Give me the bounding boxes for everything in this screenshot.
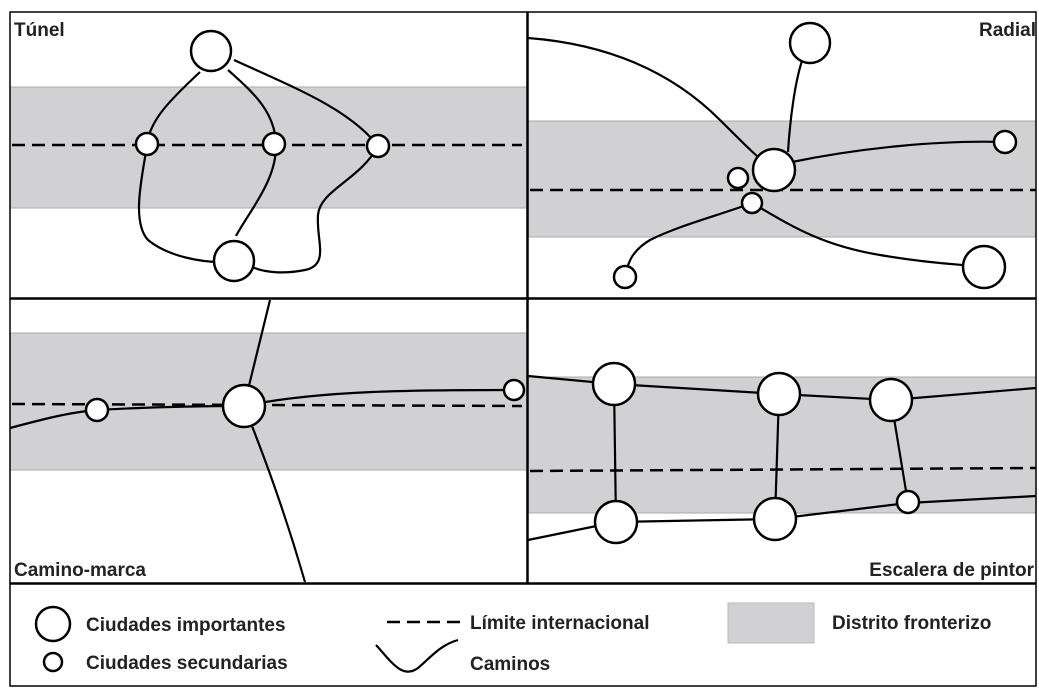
major-city (756, 371, 802, 417)
road-radial-southwest (623, 201, 753, 276)
major-city (752, 496, 798, 542)
road-radial-southeast (751, 202, 964, 267)
frame-tunnel (9, 11, 528, 299)
road-ladder-rung (612, 383, 618, 523)
minor-city (365, 133, 391, 159)
minor-city (261, 131, 287, 157)
panel-title-ladder: Escalera de pintor (869, 560, 1034, 581)
minor-city (84, 397, 110, 423)
legend-border-label: Límite internacional (470, 613, 649, 634)
frame-road-mark (9, 298, 528, 584)
legend-district-symbol (727, 602, 815, 644)
panel-radial: Radial (527, 20, 1037, 290)
minor-city (895, 489, 921, 515)
panel-title-radial: Radial (979, 20, 1036, 41)
panel-frames (9, 11, 1037, 687)
legend-district-label: Distrito fronterizo (832, 613, 991, 634)
legend-major-cities-label: Ciudades importantes (86, 615, 286, 636)
minor-city (134, 131, 160, 157)
legend: Ciudades importantes Ciudades secundaria… (34, 602, 991, 675)
panel-ladder: Escalera de pintor (527, 361, 1037, 581)
minor-city (502, 378, 526, 402)
minor-city (740, 191, 764, 215)
legend-minor-city-symbol (42, 651, 64, 673)
road-east (243, 388, 514, 408)
road-radial-northwest (527, 36, 775, 171)
major-city (751, 147, 797, 193)
major-city (189, 29, 233, 73)
road-radial-east (791, 140, 1005, 164)
frame-radial (527, 11, 1037, 299)
panel-tunnel: Túnel (9, 20, 528, 283)
frame-ladder (527, 298, 1037, 584)
panel-road-mark: Camino-marca (9, 299, 528, 583)
legend-major-city-symbol (34, 605, 72, 643)
legend-minor-cities-label: Ciudades secundarias (86, 653, 288, 674)
road-tunnel-left (137, 71, 221, 264)
panel-title-tunnel: Túnel (14, 20, 65, 41)
road-south (242, 405, 307, 583)
frame-legend (9, 583, 1037, 687)
minor-city (612, 264, 638, 290)
major-city (788, 21, 832, 65)
legend-roads-label: Caminos (470, 654, 550, 675)
major-city (221, 383, 267, 429)
major-city (868, 377, 914, 423)
major-city (212, 239, 256, 283)
road-tunnel-right (233, 58, 380, 274)
legend-road-symbol (375, 638, 459, 673)
panel-title-road-mark: Camino-marca (14, 560, 146, 581)
major-city (961, 244, 1007, 290)
minor-city (992, 129, 1018, 155)
major-city (593, 499, 639, 545)
major-city (591, 361, 637, 407)
road-radial-north (786, 57, 805, 153)
minor-city (726, 166, 750, 190)
